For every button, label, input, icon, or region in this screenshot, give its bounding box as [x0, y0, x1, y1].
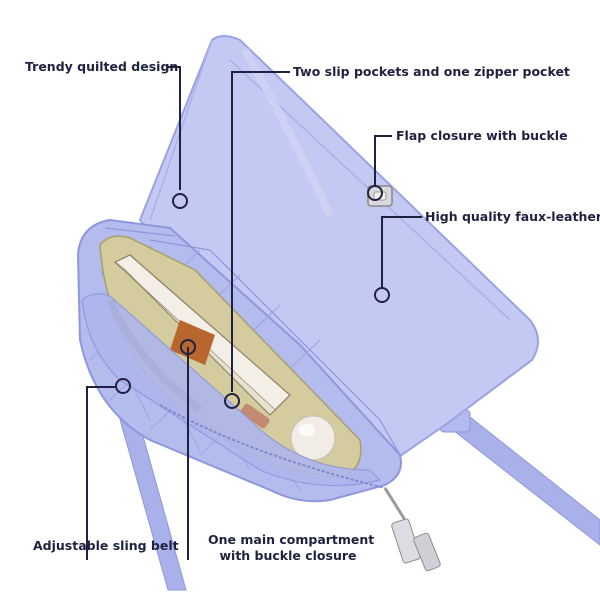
marker-main [180, 339, 196, 355]
feature-quilted-label: Trendy quilted design [25, 59, 179, 74]
marker-circles [115, 185, 390, 409]
feature-leather-label: High quality faux-leather [425, 209, 600, 224]
marker-quilted [172, 193, 188, 209]
leader-lines [86, 66, 422, 560]
feature-pockets-label: Two slip pockets and one zipper pocket [293, 64, 570, 79]
feature-main-compartment-label: One main compartment with buckle closure [208, 532, 375, 564]
zipper-pull [383, 487, 441, 572]
marker-buckle [367, 185, 383, 201]
feature-sling-label: Adjustable sling belt [33, 538, 179, 553]
feature-main-line2: with buckle closure [219, 548, 357, 563]
bag-body [76, 218, 402, 503]
marker-pockets [224, 393, 240, 409]
marker-leather [374, 287, 390, 303]
marker-sling [115, 378, 131, 394]
feature-main-line1: One main compartment [208, 532, 375, 547]
feature-flap-label: Flap closure with buckle [396, 128, 568, 143]
